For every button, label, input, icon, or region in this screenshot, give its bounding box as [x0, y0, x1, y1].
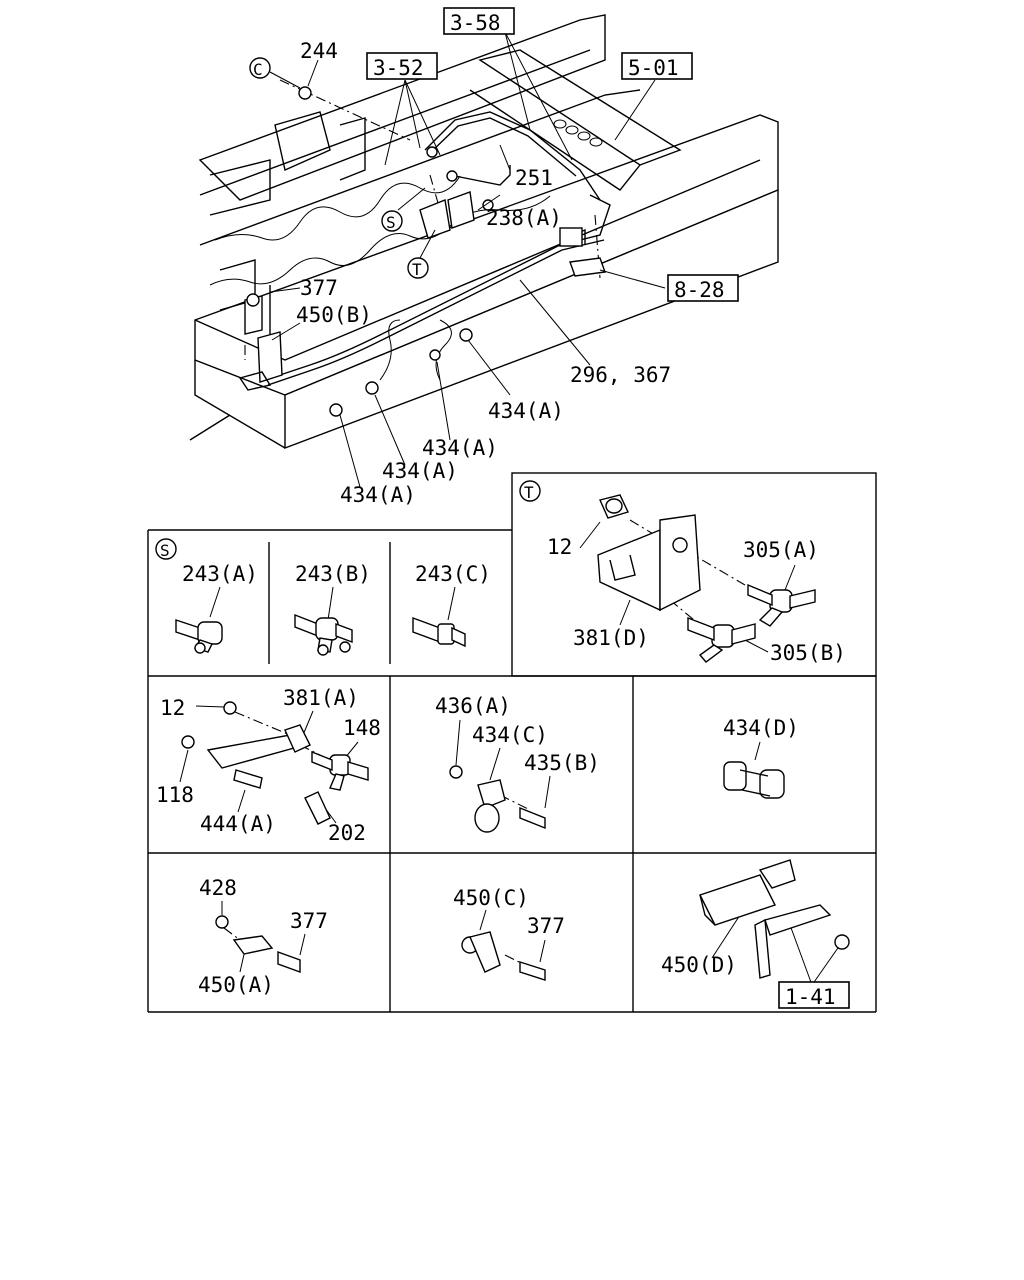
part-label-202: 202 — [328, 821, 366, 845]
svg-text:S: S — [160, 541, 170, 560]
bolt-377-p5-icon — [519, 961, 546, 981]
ref-8-28-label: 8-28 — [674, 278, 725, 302]
part-label-434a-2: 434(A) — [422, 436, 498, 460]
ref-3-52-label: 3-52 — [373, 56, 424, 80]
fitting-243a-icon — [175, 619, 223, 654]
part-label-377-p4: 377 — [290, 909, 328, 933]
part-label-434a-1: 434(A) — [488, 399, 564, 423]
bracket-450c-icon — [461, 931, 501, 973]
part-label-434a-3: 434(A) — [382, 459, 458, 483]
ref-box-3-52[interactable]: 3-52 — [366, 52, 438, 80]
part-label-450d: 450(D) — [661, 953, 737, 977]
panel-bracket-450c: 450(C) 377 — [453, 886, 565, 981]
bracket-450a-icon — [232, 935, 274, 955]
part-label-381a: 381(A) — [283, 686, 359, 710]
bolt-435b-icon — [519, 806, 546, 830]
ref-5-01-label: 5-01 — [628, 56, 679, 80]
part-label-377-p5: 377 — [527, 914, 565, 938]
fitting-148-icon — [311, 750, 369, 791]
nut-12-icon — [599, 494, 629, 519]
part-label-118: 118 — [156, 783, 194, 807]
part-label-12-p1: 12 — [160, 696, 185, 720]
part-label-243a: 243(A) — [182, 562, 258, 586]
fitting-305b-icon — [687, 616, 756, 663]
part-label-243b: 243(B) — [295, 562, 371, 586]
part-label-444a: 444(A) — [200, 812, 276, 836]
nut-428-icon — [215, 915, 229, 929]
ref-box-1-41[interactable]: 1-41 — [778, 981, 850, 1009]
svg-text:C: C — [253, 60, 263, 79]
part-label-450b: 450(B) — [296, 303, 372, 327]
ref-box-5-01[interactable]: 5-01 — [621, 52, 693, 80]
part-label-436a: 436(A) — [435, 694, 511, 718]
panel-grid — [147, 472, 877, 1013]
part-label-305a: 305(A) — [743, 538, 819, 562]
part-label-428: 428 — [199, 876, 237, 900]
part-label-305b: 305(B) — [770, 641, 846, 665]
washer-118-icon — [181, 735, 195, 749]
panel-bracket-450a: 428 377 450(A) — [198, 876, 328, 997]
fitting-243c-icon — [412, 616, 466, 648]
chassis-frame-illustration — [189, 14, 779, 450]
leader-lines-main — [269, 31, 666, 488]
clip-434d-icon — [723, 761, 785, 799]
bolt-444a-icon — [233, 769, 263, 789]
bracket-381d-icon — [597, 514, 701, 612]
ref-box-8-28[interactable]: 8-28 — [667, 274, 739, 302]
part-label-381d: 381(D) — [573, 626, 649, 650]
washer-436a-icon — [449, 765, 463, 779]
nut-12-p1-icon — [223, 701, 237, 715]
part-label-434a-4: 434(A) — [340, 483, 416, 507]
panel-bracket-450d: 450(D) 1-41 — [661, 859, 850, 1009]
fitting-305a-icon — [747, 583, 816, 627]
part-label-296-367: 296, 367 — [570, 363, 671, 387]
ref-3-58-label: 3-58 — [450, 11, 501, 35]
part-label-434d: 434(D) — [723, 716, 799, 740]
part-label-450c: 450(C) — [453, 886, 529, 910]
part-label-377: 377 — [300, 276, 338, 300]
svg-text:S: S — [386, 213, 396, 232]
part-label-450a: 450(A) — [198, 973, 274, 997]
part-label-434c: 434(C) — [472, 723, 548, 747]
part-label-435b: 435(B) — [524, 751, 600, 775]
panel-clip-434c: 436(A) 434(C) 435(B) — [435, 694, 600, 833]
circle-s-panel-marker: S — [155, 538, 177, 560]
clip-434c-icon — [474, 779, 506, 833]
part-label-244: 244 — [300, 39, 338, 63]
part-label-238a: 238(A) — [486, 206, 562, 230]
part-label-251: 251 — [515, 166, 553, 190]
svg-text:T: T — [524, 483, 534, 502]
circle-c-marker: C — [249, 57, 271, 79]
circle-t-marker: T — [407, 257, 429, 279]
panel-bracket-381a: 12 381(A) 148 118 444(A) 202 — [156, 686, 381, 845]
panel-s: S 243(A) 243(B) 243(C) — [155, 538, 491, 656]
bracket-450d-icon — [699, 859, 850, 979]
panel-clip-434d: 434(D) — [723, 716, 799, 799]
ref-box-3-58[interactable]: 3-58 — [443, 7, 515, 35]
panel-t: T 12 305(A) 381(D) 305(B) — [519, 480, 846, 665]
part-label-12-t: 12 — [547, 535, 572, 559]
fitting-243b-icon — [294, 613, 353, 656]
circle-s-marker: S — [381, 210, 403, 232]
bolt-377-p4-icon — [277, 951, 301, 973]
part-label-243c: 243(C) — [415, 562, 491, 586]
ref-1-41-label: 1-41 — [785, 985, 836, 1009]
circle-t-panel-marker: T — [519, 480, 541, 502]
hose-202-icon — [304, 791, 331, 825]
svg-text:T: T — [412, 260, 422, 279]
part-label-148: 148 — [343, 716, 381, 740]
